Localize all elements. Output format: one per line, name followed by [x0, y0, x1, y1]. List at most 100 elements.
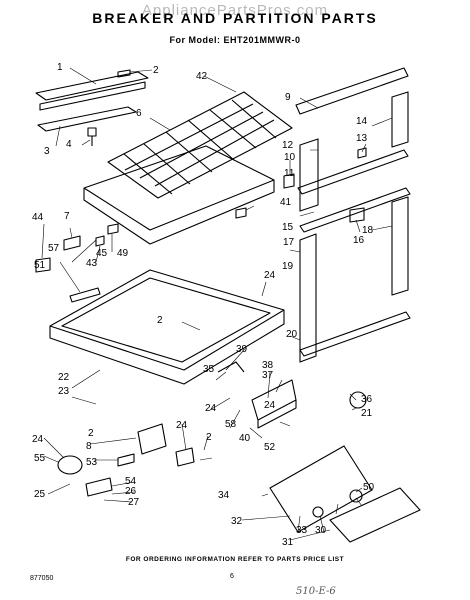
callout-14: 14	[356, 116, 368, 127]
callout-15: 15	[282, 222, 294, 233]
callout-51: 51	[34, 260, 46, 271]
callout-24: 24	[264, 400, 276, 411]
catalog-code: 877050	[30, 575, 54, 582]
part-53	[85, 477, 113, 497]
callout-13: 13	[356, 133, 368, 144]
part-bottom-bar	[269, 445, 373, 533]
part-left-bar	[299, 138, 319, 212]
callout-42: 42	[196, 71, 208, 82]
callout-2: 2	[157, 315, 163, 326]
part-trim-strip	[35, 71, 149, 111]
part-screw	[87, 127, 97, 146]
part-toe-grille	[329, 487, 421, 543]
part-grille-frame	[107, 91, 293, 199]
callout-2: 2	[153, 65, 159, 76]
part-right-bar	[391, 91, 409, 148]
ordering-note: FOR ORDERING INFORMATION REFER TO PARTS …	[125, 556, 345, 563]
callout-50: 50	[363, 482, 375, 493]
part-clip-41	[235, 207, 247, 219]
callout-2: 2	[206, 432, 212, 443]
callout-33: 33	[296, 525, 308, 536]
callout-58: 58	[225, 419, 237, 430]
callout-37: 37	[262, 370, 274, 381]
part-52	[57, 455, 83, 475]
part-lower-frame	[299, 233, 317, 363]
callout-6: 6	[136, 108, 142, 119]
callout-24: 24	[176, 420, 188, 431]
callout-34: 34	[218, 490, 230, 501]
callout-57: 57	[48, 243, 60, 254]
callout-24: 24	[264, 270, 276, 281]
callout-41: 41	[280, 197, 292, 208]
callout-55: 55	[34, 453, 46, 464]
callout-19: 19	[282, 261, 294, 272]
part-knob-35	[349, 391, 367, 409]
callout-11: 11	[284, 168, 295, 179]
part-partition-bar	[297, 149, 411, 233]
callout-12: 12	[282, 140, 294, 151]
callout-53: 53	[86, 457, 98, 468]
callout-3: 3	[44, 146, 50, 157]
callout-39: 39	[236, 344, 248, 355]
part-lower-right	[391, 196, 409, 296]
callout-35: 35	[203, 364, 215, 375]
callout-38: 38	[262, 360, 274, 371]
callout-1: 1	[57, 62, 63, 73]
callout-17: 17	[283, 237, 295, 248]
part-31	[349, 489, 363, 503]
callout-18: 18	[362, 225, 374, 236]
callout-52: 52	[264, 442, 276, 453]
callout-36: 36	[361, 394, 373, 405]
part-clip-13	[357, 147, 367, 159]
model-number: For Model: EHT201MMWR-0	[169, 35, 301, 45]
part-39-arm	[217, 361, 245, 373]
handwritten-note: 510-E-6	[296, 586, 336, 597]
watermark: AppliancePartsPros.com	[141, 2, 329, 19]
page-number: 6	[230, 573, 234, 580]
part-51	[69, 287, 101, 303]
part-switch	[349, 207, 365, 223]
callout-27: 27	[128, 497, 140, 508]
callout-54: 54	[125, 476, 137, 487]
part-49	[107, 223, 119, 235]
callout-44: 44	[32, 212, 44, 223]
parts-artwork	[35, 67, 421, 543]
part-25-housing	[137, 423, 167, 455]
part-57	[63, 235, 81, 251]
part-shelf-inner	[61, 277, 271, 363]
part-top-bar	[295, 67, 409, 115]
part-breaker-tray	[83, 145, 275, 245]
callout-24: 24	[32, 434, 44, 445]
callout-9: 9	[285, 92, 291, 103]
part-lower-bottom	[299, 311, 411, 357]
part-26	[175, 447, 195, 467]
callout-10: 10	[284, 152, 296, 163]
callout-24: 24	[205, 403, 217, 414]
part-clip	[117, 69, 131, 78]
part-lower-strip	[37, 106, 137, 132]
callout-4: 4	[66, 139, 72, 150]
callout-26: 26	[125, 486, 137, 497]
callout-23: 23	[58, 386, 70, 397]
callout-25: 25	[34, 489, 46, 500]
part-45	[95, 235, 105, 247]
callout-8: 8	[86, 441, 92, 452]
callout-45: 45	[96, 248, 108, 259]
part-32	[312, 506, 324, 518]
diagram-title: BREAKER AND PARTITION PARTS	[92, 10, 378, 26]
callout-32: 32	[231, 516, 243, 527]
callout-49: 49	[117, 248, 129, 259]
callout-7: 7	[64, 211, 70, 222]
callout-40: 40	[239, 433, 251, 444]
callout-16: 16	[353, 235, 365, 246]
callout-31: 31	[282, 537, 294, 548]
callout-2: 2	[88, 428, 94, 439]
callout-30: 30	[315, 525, 327, 536]
leader-lines	[41, 67, 393, 541]
part-44	[35, 257, 51, 273]
callout-20: 20	[286, 329, 298, 340]
callout-22: 22	[58, 372, 70, 383]
